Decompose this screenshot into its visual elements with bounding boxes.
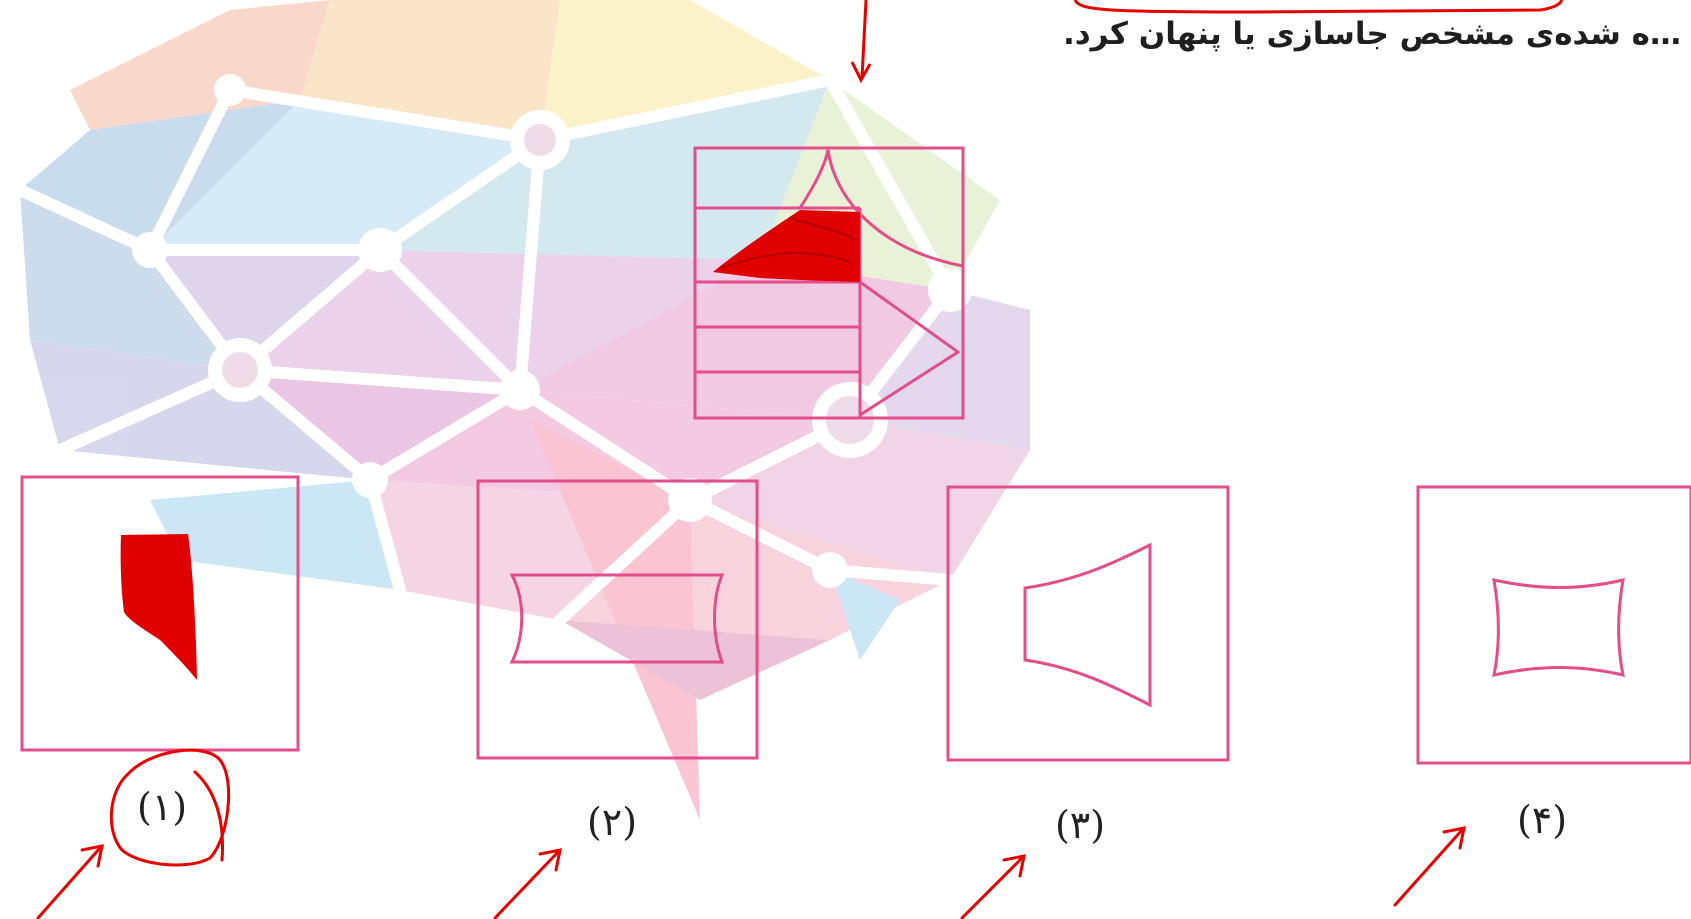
option-3-label[interactable]: (۳) [1054,803,1106,847]
option-4-shape [1492,578,1625,677]
option-2-label[interactable]: (۲) [586,800,638,844]
option-3-box [946,485,1230,762]
option-3-shape [1023,542,1152,708]
scribble-option-1 [120,534,197,680]
option-4-box [1416,485,1691,765]
option-2-box [476,479,759,760]
option-4-label[interactable]: (۴) [1516,798,1568,842]
question-text: …ه شده‌ی مشخص جاسازی یا پنهان کرد. [1062,16,1681,52]
option-1-label[interactable]: (۱) [136,785,188,829]
option-2-shape [509,573,725,664]
